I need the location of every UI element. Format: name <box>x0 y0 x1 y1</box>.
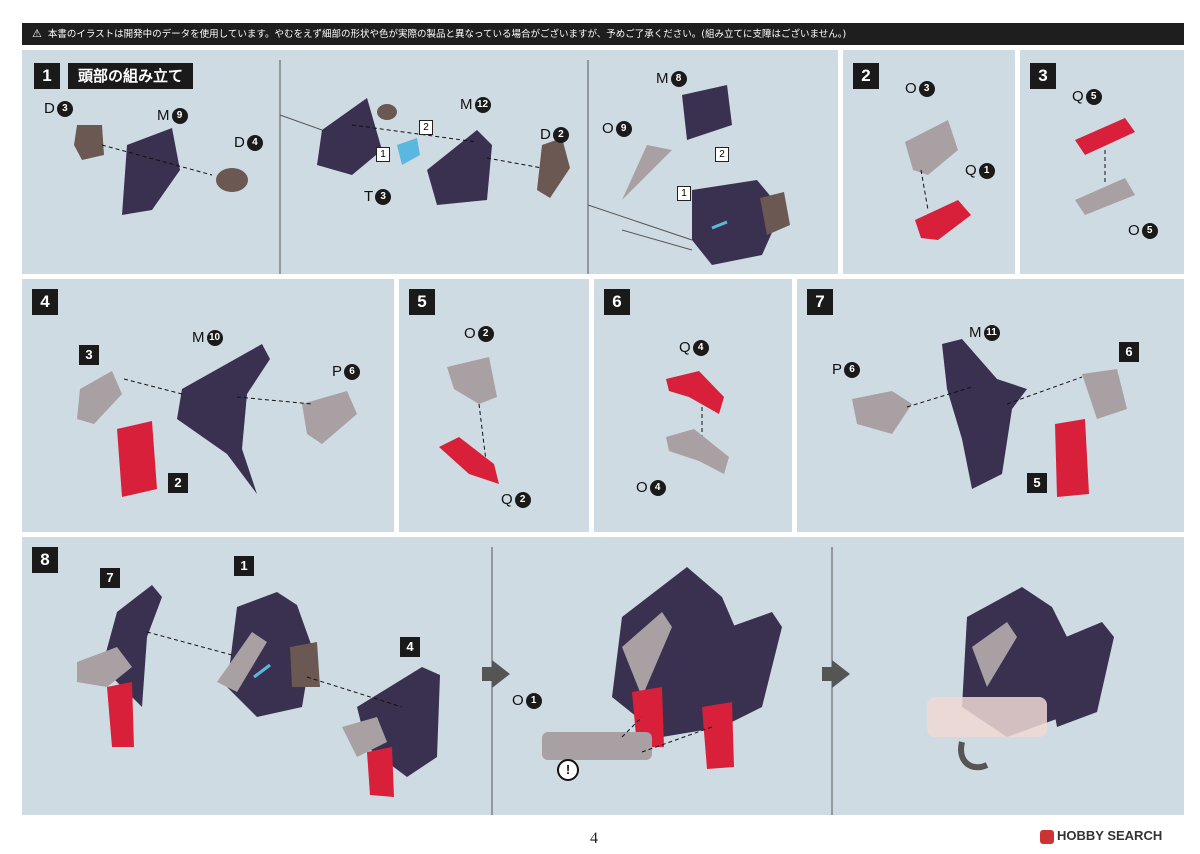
step-6-illustration <box>666 371 729 474</box>
next-arrow-icon <box>832 660 850 688</box>
step-3-illustration <box>1075 118 1135 215</box>
sub-assembly-tag-2: 2 <box>168 473 188 493</box>
order-box-1: 1 <box>376 147 390 162</box>
next-arrow-stem <box>822 667 832 681</box>
step-number: 2 <box>853 63 879 89</box>
order-box-2b: 2 <box>715 147 729 162</box>
step-number: 6 <box>604 289 630 315</box>
sub-assembly-tag-3: 3 <box>79 345 99 365</box>
next-arrow-icon <box>492 660 510 688</box>
watermark-logo: HOBBY SEARCH <box>1040 828 1162 844</box>
sub-assembly-tag-5: 5 <box>1027 473 1047 493</box>
caution-icon: ! <box>557 759 579 781</box>
notice-bar: ⚠ 本書のイラストは開発中のデータを使用しています。やむをえず細部の形状や色が実際… <box>22 23 1184 45</box>
step-title: 頭部の組み立て <box>68 63 194 89</box>
step-8-illustration <box>77 547 1114 815</box>
step-2-illustration <box>905 120 971 240</box>
order-box-1b: 1 <box>677 186 691 201</box>
order-box-2: 2 <box>419 120 433 135</box>
sub-assembly-tag-1: 1 <box>234 556 254 576</box>
step-number: 7 <box>807 289 833 315</box>
page-number: 4 <box>590 830 598 847</box>
step-4-illustration <box>77 344 357 497</box>
sub-assembly-tag-4: 4 <box>400 637 420 657</box>
step-7-illustration <box>852 339 1127 497</box>
step-number: 1 <box>34 63 60 89</box>
step-number: 3 <box>1030 63 1056 89</box>
step-number: 5 <box>409 289 435 315</box>
step-1-illustration <box>74 60 790 274</box>
step-5-illustration <box>439 357 499 484</box>
next-arrow-stem <box>482 667 492 681</box>
step-number: 4 <box>32 289 58 315</box>
step-number: 8 <box>32 547 58 573</box>
hobby-search-logo-icon <box>1040 829 1054 844</box>
sub-assembly-tag-6: 6 <box>1119 342 1139 362</box>
sub-assembly-tag-7: 7 <box>100 568 120 588</box>
notice-text: 本書のイラストは開発中のデータを使用しています。やむをえず細部の形状や色が実際の… <box>47 29 847 40</box>
warning-triangle-icon: ⚠ <box>32 27 42 40</box>
